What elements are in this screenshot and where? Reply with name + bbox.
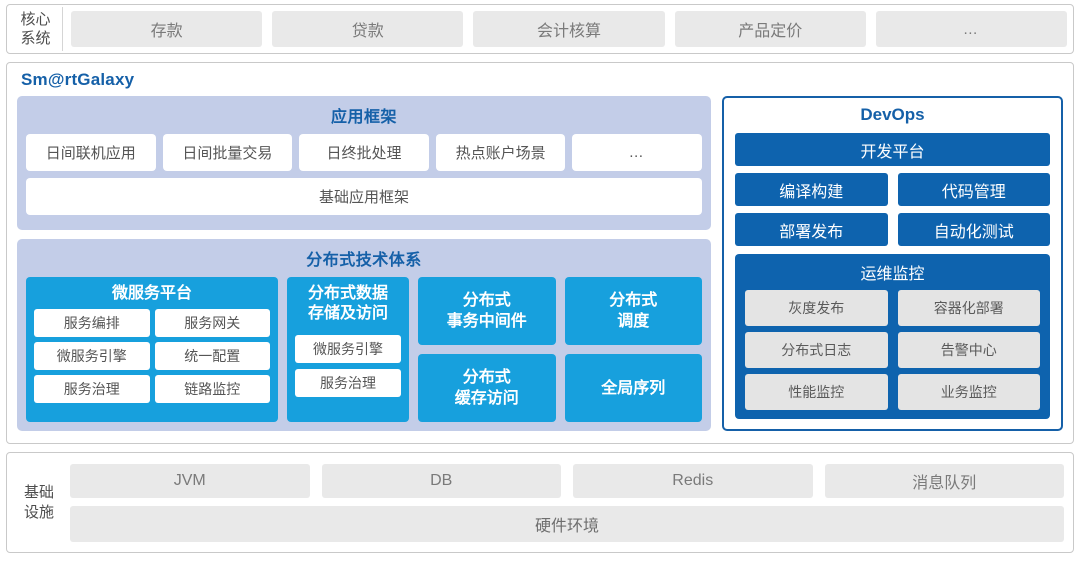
microservice-platform-title: 微服务平台 xyxy=(111,285,192,302)
distributed-middle-column: 分布式 事务中间件 分布式 缓存访问 xyxy=(418,277,556,422)
ops-chip-performance-monitor[interactable]: 性能监控 xyxy=(745,374,888,410)
infrastructure-label: 基础 设施 xyxy=(16,483,62,523)
core-systems-label: 核心 系统 xyxy=(13,7,63,51)
core-tab-deposit[interactable]: 存款 xyxy=(71,11,263,47)
infra-chip-db[interactable]: DB xyxy=(321,463,561,498)
card-transaction-middleware-line2: 事务中间件 xyxy=(446,313,527,330)
devops-build[interactable]: 编译构建 xyxy=(735,173,888,206)
app-chip-more[interactable]: … xyxy=(572,134,702,171)
card-global-sequence-line1: 全局序列 xyxy=(601,379,666,397)
distributed-tech-title: 分布式技术体系 xyxy=(306,252,422,269)
card-global-sequence[interactable]: 全局序列 xyxy=(564,354,702,422)
ms-chip-engine[interactable]: 微服务引擎 xyxy=(34,342,150,370)
distributed-tech-panel: 分布式技术体系 微服务平台 服务编排 服务网关 微服务引擎 统一配置 服务治理 … xyxy=(17,239,711,431)
card-distributed-cache-line1: 分布式 xyxy=(462,369,511,386)
application-framework-chips: 日间联机应用 日间批量交易 日终批处理 热点账户场景 … xyxy=(26,134,702,171)
ops-chip-alert-center[interactable]: 告警中心 xyxy=(897,332,1040,368)
core-systems-section: 核心 系统 存款 贷款 会计核算 产品定价 … xyxy=(6,4,1074,54)
card-distributed-scheduling-line2: 调度 xyxy=(617,313,650,330)
ms-chip-unified-config[interactable]: 统一配置 xyxy=(154,342,270,370)
ms-chip-governance[interactable]: 服务治理 xyxy=(34,375,150,403)
distributed-data-chips: 微服务引擎 服务治理 xyxy=(287,335,409,397)
application-framework-panel: 应用框架 日间联机应用 日间批量交易 日终批处理 热点账户场景 … 基础应用框架 xyxy=(17,96,711,230)
application-framework-title: 应用框架 xyxy=(330,109,397,126)
infrastructure-section: 基础 设施 JVM DB Redis 消息队列 硬件环境 xyxy=(6,452,1074,553)
infrastructure-label-line1: 基础 xyxy=(23,483,54,501)
ms-chip-gateway[interactable]: 服务网关 xyxy=(154,309,270,337)
microservice-platform-card: 微服务平台 服务编排 服务网关 微服务引擎 统一配置 服务治理 链路监控 xyxy=(26,277,278,422)
app-chip-eod-batch[interactable]: 日终批处理 xyxy=(299,134,429,171)
card-distributed-cache-line2: 缓存访问 xyxy=(454,390,519,407)
ops-chip-gray-release[interactable]: 灰度发布 xyxy=(745,290,888,326)
infra-chip-redis[interactable]: Redis xyxy=(573,463,813,498)
devops-dev-platform[interactable]: 开发平台 xyxy=(735,133,1050,166)
ms-chip-orchestration[interactable]: 服务编排 xyxy=(34,309,150,337)
card-distributed-scheduling-line1: 分布式 xyxy=(609,292,658,309)
ops-monitoring-panel: 运维监控 灰度发布 容器化部署 分布式日志 告警中心 性能监控 业务监控 xyxy=(735,254,1050,419)
ds-chip-engine[interactable]: 微服务引擎 xyxy=(295,335,401,363)
ds-title-line2: 存储及访问 xyxy=(307,305,388,322)
infra-chip-jvm[interactable]: JVM xyxy=(70,463,310,498)
platform-section: Sm@rtGalaxy 应用框架 日间联机应用 日间批量交易 日终批处理 热点账… xyxy=(6,62,1074,444)
card-distributed-cache[interactable]: 分布式 缓存访问 xyxy=(418,354,556,422)
devops-code-management[interactable]: 代码管理 xyxy=(897,173,1050,206)
distributed-tech-grid: 微服务平台 服务编排 服务网关 微服务引擎 统一配置 服务治理 链路监控 xyxy=(26,277,702,422)
devops-panel: DevOps 开发平台 编译构建 代码管理 部署发布 自动化测试 运维监控 灰度… xyxy=(722,96,1063,431)
devops-row-1: 编译构建 代码管理 xyxy=(735,173,1050,206)
core-systems-label-line1: 核心 xyxy=(20,11,51,28)
ops-chip-business-monitor[interactable]: 业务监控 xyxy=(897,374,1040,410)
ops-monitoring-title: 运维监控 xyxy=(860,266,925,283)
ops-monitoring-grid: 灰度发布 容器化部署 分布式日志 告警中心 性能监控 业务监控 xyxy=(745,290,1040,410)
app-chip-daytime-online[interactable]: 日间联机应用 xyxy=(26,134,156,171)
ms-chip-tracing[interactable]: 链路监控 xyxy=(154,375,270,403)
ds-title-line1: 分布式数据 xyxy=(307,285,388,302)
distributed-data-storage-card: 分布式数据 存储及访问 微服务引擎 服务治理 xyxy=(287,277,409,422)
card-transaction-middleware-line1: 分布式 xyxy=(462,292,511,309)
core-tab-pricing[interactable]: 产品定价 xyxy=(674,11,866,47)
distributed-right-column: 分布式 调度 全局序列 xyxy=(564,277,702,422)
devops-title: DevOps xyxy=(860,105,925,124)
devops-row-2: 部署发布 自动化测试 xyxy=(735,213,1050,246)
platform-left-column: 应用框架 日间联机应用 日间批量交易 日终批处理 热点账户场景 … 基础应用框架… xyxy=(17,96,711,431)
brand-title: Sm@rtGalaxy xyxy=(21,70,135,89)
infrastructure-label-line2: 设施 xyxy=(23,503,54,521)
platform-right-column: DevOps 开发平台 编译构建 代码管理 部署发布 自动化测试 运维监控 灰度… xyxy=(722,96,1063,431)
card-transaction-middleware[interactable]: 分布式 事务中间件 xyxy=(418,277,556,345)
app-chip-hot-account[interactable]: 热点账户场景 xyxy=(435,134,566,171)
core-tab-accounting[interactable]: 会计核算 xyxy=(473,11,665,47)
core-tab-loan[interactable]: 贷款 xyxy=(272,11,464,47)
infra-hardware-environment[interactable]: 硬件环境 xyxy=(70,505,1064,542)
distributed-data-storage-title: 分布式数据 存储及访问 xyxy=(287,277,409,329)
infrastructure-chips: JVM DB Redis 消息队列 xyxy=(70,463,1064,498)
devops-automated-test[interactable]: 自动化测试 xyxy=(897,213,1050,246)
app-chip-daytime-batch[interactable]: 日间批量交易 xyxy=(162,134,293,171)
microservice-chip-grid: 服务编排 服务网关 微服务引擎 统一配置 服务治理 链路监控 xyxy=(26,309,278,403)
ops-chip-distributed-log[interactable]: 分布式日志 xyxy=(745,332,888,368)
infra-chip-message-queue[interactable]: 消息队列 xyxy=(824,463,1064,498)
core-systems-tabs: 存款 贷款 会计核算 产品定价 … xyxy=(71,11,1068,47)
devops-deploy-release[interactable]: 部署发布 xyxy=(735,213,888,246)
ops-chip-containerized-deploy[interactable]: 容器化部署 xyxy=(897,290,1040,326)
core-tab-more[interactable]: … xyxy=(875,11,1068,47)
platform-columns: 应用框架 日间联机应用 日间批量交易 日终批处理 热点账户场景 … 基础应用框架… xyxy=(17,96,1063,431)
ds-chip-governance[interactable]: 服务治理 xyxy=(295,369,401,397)
core-systems-label-line2: 系统 xyxy=(20,30,51,47)
card-distributed-scheduling[interactable]: 分布式 调度 xyxy=(564,277,702,345)
infrastructure-content: JVM DB Redis 消息队列 硬件环境 xyxy=(70,463,1064,542)
app-base-framework[interactable]: 基础应用框架 xyxy=(26,178,702,215)
